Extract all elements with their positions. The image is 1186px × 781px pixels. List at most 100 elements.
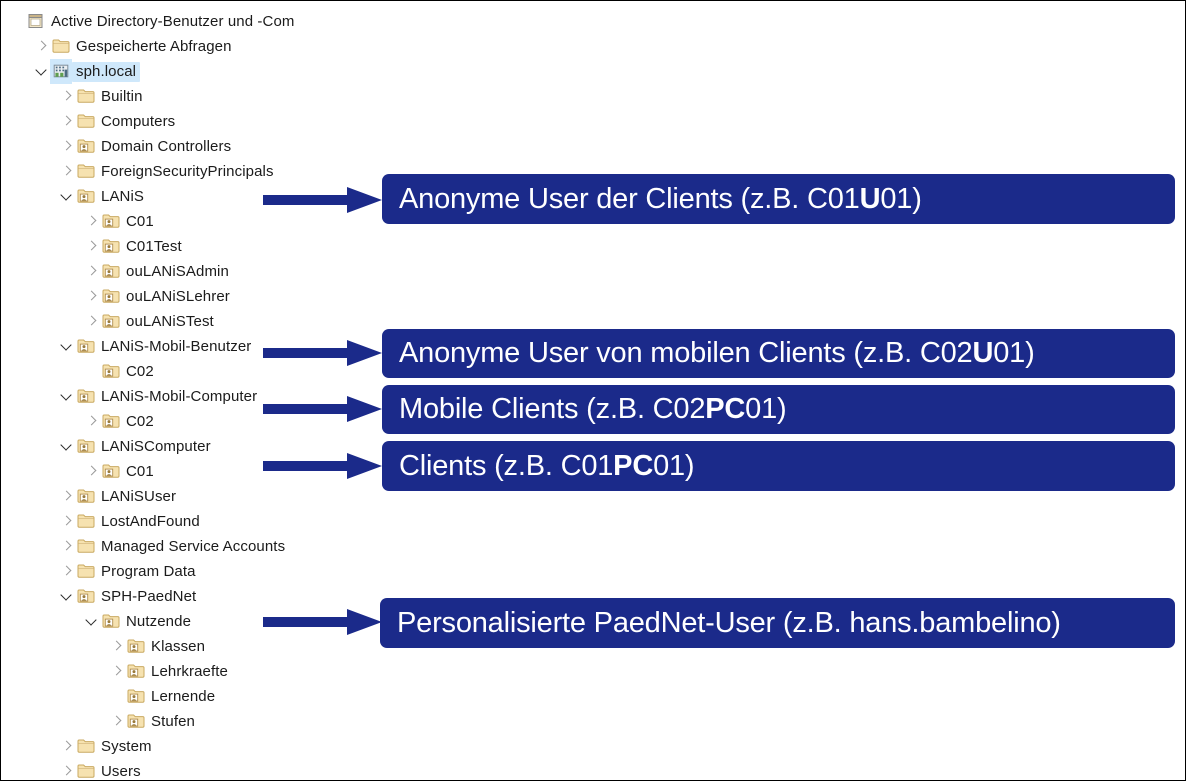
tree-node-laniscomputer[interactable]: LANiSComputer xyxy=(1,434,211,459)
chevron-right-icon[interactable] xyxy=(84,209,100,234)
tree-node-label: LostAndFound xyxy=(101,513,200,530)
callout-box-mobile-clients: Mobile Clients (z.B. C02PC01) xyxy=(382,385,1175,434)
tree-node-system[interactable]: System xyxy=(1,734,152,759)
callout-text-prefix: Anonyme User der Clients (z.B. C01 xyxy=(399,182,860,215)
chevron-right-icon[interactable] xyxy=(59,509,75,534)
folder-icon xyxy=(75,534,97,559)
tree-node-c01test[interactable]: C01Test xyxy=(1,234,182,259)
callout-arrow-anonyme-user-von-mobilen-clients xyxy=(263,339,383,367)
chevron-down-icon[interactable] xyxy=(59,584,75,609)
folder-icon xyxy=(75,84,97,109)
chevron-right-icon[interactable] xyxy=(109,659,125,684)
tree-node-stufen[interactable]: Stufen xyxy=(1,709,195,734)
chevron-down-icon[interactable] xyxy=(59,184,75,209)
callout-box-clients: Clients (z.B. C01PC01) xyxy=(382,441,1175,491)
console-icon xyxy=(25,9,47,34)
tree-node-label: LANiS-Mobil-Benutzer xyxy=(101,338,252,355)
callout-arrow-clients xyxy=(263,452,383,480)
callout-text: Mobile Clients (z.B. C02PC01) xyxy=(399,393,787,426)
tree-node-lanis-mobil-benutzer[interactable]: LANiS-Mobil-Benutzer xyxy=(1,334,251,359)
tree-node-program-data[interactable]: Program Data xyxy=(1,559,196,584)
tree-node-c02[interactable]: C02 xyxy=(1,409,154,434)
ou-icon xyxy=(125,634,147,659)
tree-node-gespeicherte-abfragen[interactable]: Gespeicherte Abfragen xyxy=(1,34,232,59)
chevron-right-icon[interactable] xyxy=(59,759,75,780)
callout-arrow-personalisierte-paednet-user xyxy=(263,608,383,636)
chevron-down-icon[interactable] xyxy=(84,609,100,634)
chevron-right-icon[interactable] xyxy=(59,109,75,134)
ou-icon xyxy=(100,309,122,334)
callout-text: Clients (z.B. C01PC01) xyxy=(399,449,695,483)
chevron-right-icon[interactable] xyxy=(84,234,100,259)
folder-icon xyxy=(75,109,97,134)
chevron-right-icon[interactable] xyxy=(84,284,100,309)
tree-node-lanis[interactable]: LANiS xyxy=(1,184,144,209)
tree-node-label: C02 xyxy=(126,363,154,380)
tree-node-active-directory-benutzer-und-com[interactable]: Active Directory-Benutzer und -Com xyxy=(1,9,294,34)
callout-text-prefix: Personalisierte PaedNet-User (z.B. hans.… xyxy=(397,606,1061,639)
tree-node-managed-service-accounts[interactable]: Managed Service Accounts xyxy=(1,534,285,559)
callout-box-anonyme-user-von-mobilen-clients: Anonyme User von mobilen Clients (z.B. C… xyxy=(382,329,1175,378)
tree-node-label: ouLANiSTest xyxy=(126,313,214,330)
folder-icon xyxy=(75,159,97,184)
tree-node-c01[interactable]: C01 xyxy=(1,209,154,234)
callout-text-emphasis: PC xyxy=(705,393,746,425)
tree-node-label: ouLANiSAdmin xyxy=(126,263,229,280)
tree-node-domain-controllers[interactable]: Domain Controllers xyxy=(1,134,231,159)
chevron-right-icon[interactable] xyxy=(84,259,100,284)
tree-node-label: LANiSComputer xyxy=(101,438,211,455)
chevron-right-icon[interactable] xyxy=(34,34,50,59)
tree-node-c01[interactable]: C01 xyxy=(1,459,154,484)
tree-node-computers[interactable]: Computers xyxy=(1,109,175,134)
callout-text-emphasis: PC xyxy=(613,449,654,482)
callout-box-anonyme-user-der-clients: Anonyme User der Clients (z.B. C01U01) xyxy=(382,174,1175,224)
tree-node-klassen[interactable]: Klassen xyxy=(1,634,205,659)
chevron-down-icon[interactable] xyxy=(34,59,50,84)
tree-node-oulanislehrer[interactable]: ouLANiSLehrer xyxy=(1,284,230,309)
tree-node-oulanisadmin[interactable]: ouLANiSAdmin xyxy=(1,259,229,284)
chevron-right-icon[interactable] xyxy=(59,734,75,759)
twisty-spacer xyxy=(84,359,100,384)
chevron-right-icon[interactable] xyxy=(109,709,125,734)
callout-text-prefix: Mobile Clients (z.B. C02 xyxy=(399,393,706,425)
chevron-right-icon[interactable] xyxy=(59,84,75,109)
ou-icon xyxy=(125,709,147,734)
callout-arrow-anonyme-user-der-clients xyxy=(263,186,383,214)
tree-node-oulanistest[interactable]: ouLANiSTest xyxy=(1,309,214,334)
chevron-right-icon[interactable] xyxy=(59,159,75,184)
tree-node-label: Gespeicherte Abfragen xyxy=(76,38,232,55)
chevron-right-icon[interactable] xyxy=(59,559,75,584)
tree-node-foreignsecurityprincipals[interactable]: ForeignSecurityPrincipals xyxy=(1,159,274,184)
tree-node-label: Lehrkraefte xyxy=(151,663,228,680)
chevron-right-icon[interactable] xyxy=(109,634,125,659)
tree-node-lostandfound[interactable]: LostAndFound xyxy=(1,509,200,534)
tree-node-builtin[interactable]: Builtin xyxy=(1,84,143,109)
callout-text: Anonyme User der Clients (z.B. C01U01) xyxy=(399,183,922,216)
chevron-right-icon[interactable] xyxy=(59,134,75,159)
tree-node-sph-local[interactable]: sph.local xyxy=(1,59,141,84)
chevron-down-icon[interactable] xyxy=(59,434,75,459)
tree-node-users[interactable]: Users xyxy=(1,759,141,780)
callout-text-suffix: 01) xyxy=(993,337,1035,369)
chevron-right-icon[interactable] xyxy=(59,484,75,509)
chevron-right-icon[interactable] xyxy=(84,459,100,484)
domain-icon xyxy=(50,59,72,84)
tree-node-c02[interactable]: C02 xyxy=(1,359,154,384)
chevron-right-icon[interactable] xyxy=(59,534,75,559)
tree-node-lehrkraefte[interactable]: Lehrkraefte xyxy=(1,659,228,684)
tree-node-label: C01 xyxy=(126,213,154,230)
tree-node-lernende[interactable]: Lernende xyxy=(1,684,215,709)
chevron-down-icon[interactable] xyxy=(59,334,75,359)
tree-node-label: sph.local xyxy=(72,61,141,82)
tree-node-sph-paednet[interactable]: SPH-PaedNet xyxy=(1,584,196,609)
tree-node-label: C02 xyxy=(126,413,154,430)
tree-node-label: ForeignSecurityPrincipals xyxy=(101,163,274,180)
tree-node-lanisuser[interactable]: LANiSUser xyxy=(1,484,176,509)
tree-node-lanis-mobil-computer[interactable]: LANiS-Mobil-Computer xyxy=(1,384,257,409)
chevron-right-icon[interactable] xyxy=(84,409,100,434)
chevron-right-icon[interactable] xyxy=(84,309,100,334)
chevron-down-icon[interactable] xyxy=(59,384,75,409)
tree-node-nutzende[interactable]: Nutzende xyxy=(1,609,191,634)
